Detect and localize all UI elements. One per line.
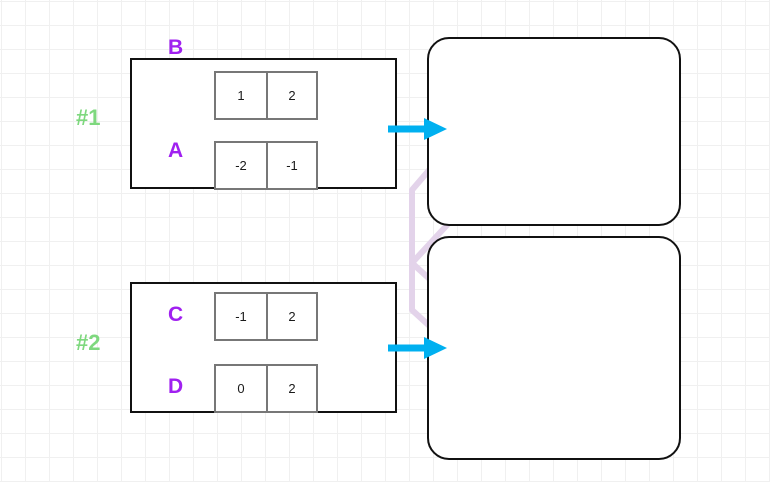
cell-b-1: -1 [265,143,316,188]
input-box-2: C -1 2 D 0 2 [130,282,397,413]
cell-pair-a: 1 2 [214,71,318,120]
row-label-d: D [168,375,184,398]
cell-d-0: 0 [237,381,245,396]
input-box-1: A 1 2 B -2 -1 [130,36,397,190]
row-label-b: B [168,36,184,59]
cell-b-0: -2 [235,158,247,173]
group-label-1: #1 [76,105,101,130]
cell-a-0: 1 [237,88,245,103]
output-panel-1 [427,37,681,226]
cell-c-0: -1 [235,309,247,324]
row-label-c: C [168,303,184,326]
cell-c-1: 2 [265,294,316,339]
cell-pair-b: -2 -1 [214,141,318,190]
cell-d-1: 2 [265,366,316,411]
cell-pair-d: 0 2 [214,364,318,413]
row-label-a: A [168,139,184,162]
output-panel-2 [427,236,681,460]
group-label-2: #2 [76,330,101,355]
cell-pair-c: -1 2 [214,292,318,341]
cell-a-1: 2 [265,73,316,118]
